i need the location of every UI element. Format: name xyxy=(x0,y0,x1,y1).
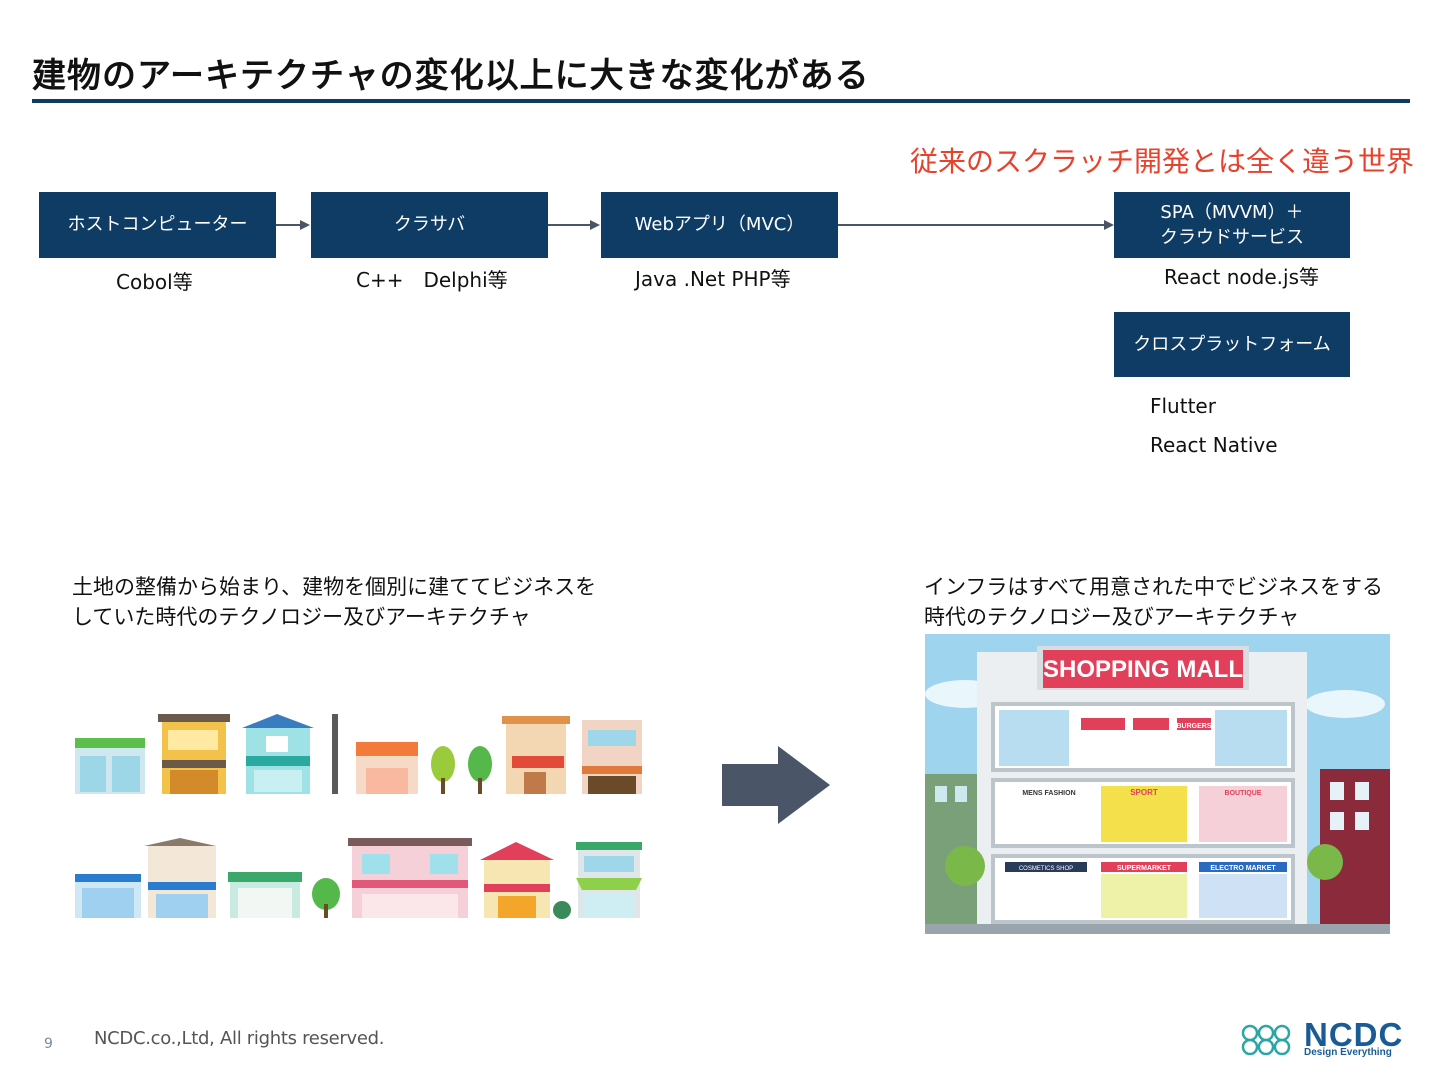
slide-title: 建物のアーキテクチャの変化以上に大きな変化がある xyxy=(32,56,870,96)
tree xyxy=(312,878,340,910)
flow-arrow-2 xyxy=(548,220,600,230)
transition-arrow xyxy=(722,746,830,824)
stage-box-client-server: クラサバ xyxy=(311,192,548,258)
shop-sign-burgers: BURGERS xyxy=(1176,723,1211,730)
bush xyxy=(553,901,571,919)
caption-right: インフラはすべて用意された中でビジネスをする 時代のテクノロジー及びアーキテクチ… xyxy=(924,575,1384,630)
shop-sign-supermarket: SUPERMARKET xyxy=(1117,865,1172,872)
tree xyxy=(431,746,455,782)
flow-arrow-3 xyxy=(838,220,1114,230)
shop-sign-cosmetics: COSMETICS SHOP xyxy=(1019,866,1073,872)
individual-shops-illustration xyxy=(75,714,642,919)
stage-tech-spa-cloud: React node.js等 xyxy=(1164,265,1319,289)
shop-1 xyxy=(75,738,145,794)
page-number: 9 xyxy=(44,1036,53,1052)
shop-4 xyxy=(356,742,418,794)
shop-10 xyxy=(348,838,472,918)
slide-subtitle: 従来のスクラッチ開発とは全く違う世界 xyxy=(909,145,1414,178)
tree xyxy=(468,746,492,782)
shop-sign-electro: ELECTRO MARKET xyxy=(1210,865,1276,872)
shop-12 xyxy=(576,842,642,918)
stage-box-host: ホストコンピューター xyxy=(39,192,276,258)
title-underline xyxy=(32,99,1410,103)
ncdc-logo-tagline: Design Everything xyxy=(1304,1047,1392,1058)
cross-platform-item-flutter: Flutter xyxy=(1150,394,1216,418)
mall-sign: SHOPPING MALL xyxy=(1043,656,1243,683)
copyright: NCDC.co.,Ltd, All rights reserved. xyxy=(94,1028,385,1049)
cross-platform-item-react-native: React Native xyxy=(1150,433,1278,457)
shop-5 xyxy=(502,716,570,794)
stage-tech-client-server: C++ Delphi等 xyxy=(356,268,508,292)
shop-sign-sport: SPORT xyxy=(1130,788,1158,797)
stage-box-cross-platform: クロスプラットフォーム xyxy=(1114,312,1350,377)
flow-arrow-1 xyxy=(276,220,310,230)
shop-6 xyxy=(582,720,642,794)
shop-9 xyxy=(228,872,302,918)
shopping-mall-illustration: SHOPPING MALL BURGERS MENS FASHION SPORT… xyxy=(925,634,1390,934)
stage-box-web-app: Webアプリ（MVC） xyxy=(601,192,838,258)
shop-7 xyxy=(75,874,141,918)
shop-8 xyxy=(144,838,216,918)
stage-box-spa-cloud: SPA（MVVM）＋ クラウドサービス xyxy=(1114,192,1350,258)
stage-tech-host: Cobol等 xyxy=(116,270,193,294)
ncdc-logo-mark-icon xyxy=(1241,1024,1291,1056)
caption-left: 土地の整備から始まり、建物を個別に建ててビジネスを していた時代のテクノロジー及… xyxy=(72,575,597,630)
shop-2 xyxy=(158,714,230,794)
street-lamp xyxy=(332,714,338,794)
shop-11 xyxy=(480,842,554,918)
shop-sign-mens-fashion: MENS FASHION xyxy=(1022,790,1075,797)
stage-tech-web-app: Java .Net PHP等 xyxy=(635,267,791,291)
shop-3 xyxy=(242,714,314,794)
shop-sign-boutique: BOUTIQUE xyxy=(1225,790,1262,797)
ncdc-logo-text: NCDC xyxy=(1304,1016,1404,1053)
